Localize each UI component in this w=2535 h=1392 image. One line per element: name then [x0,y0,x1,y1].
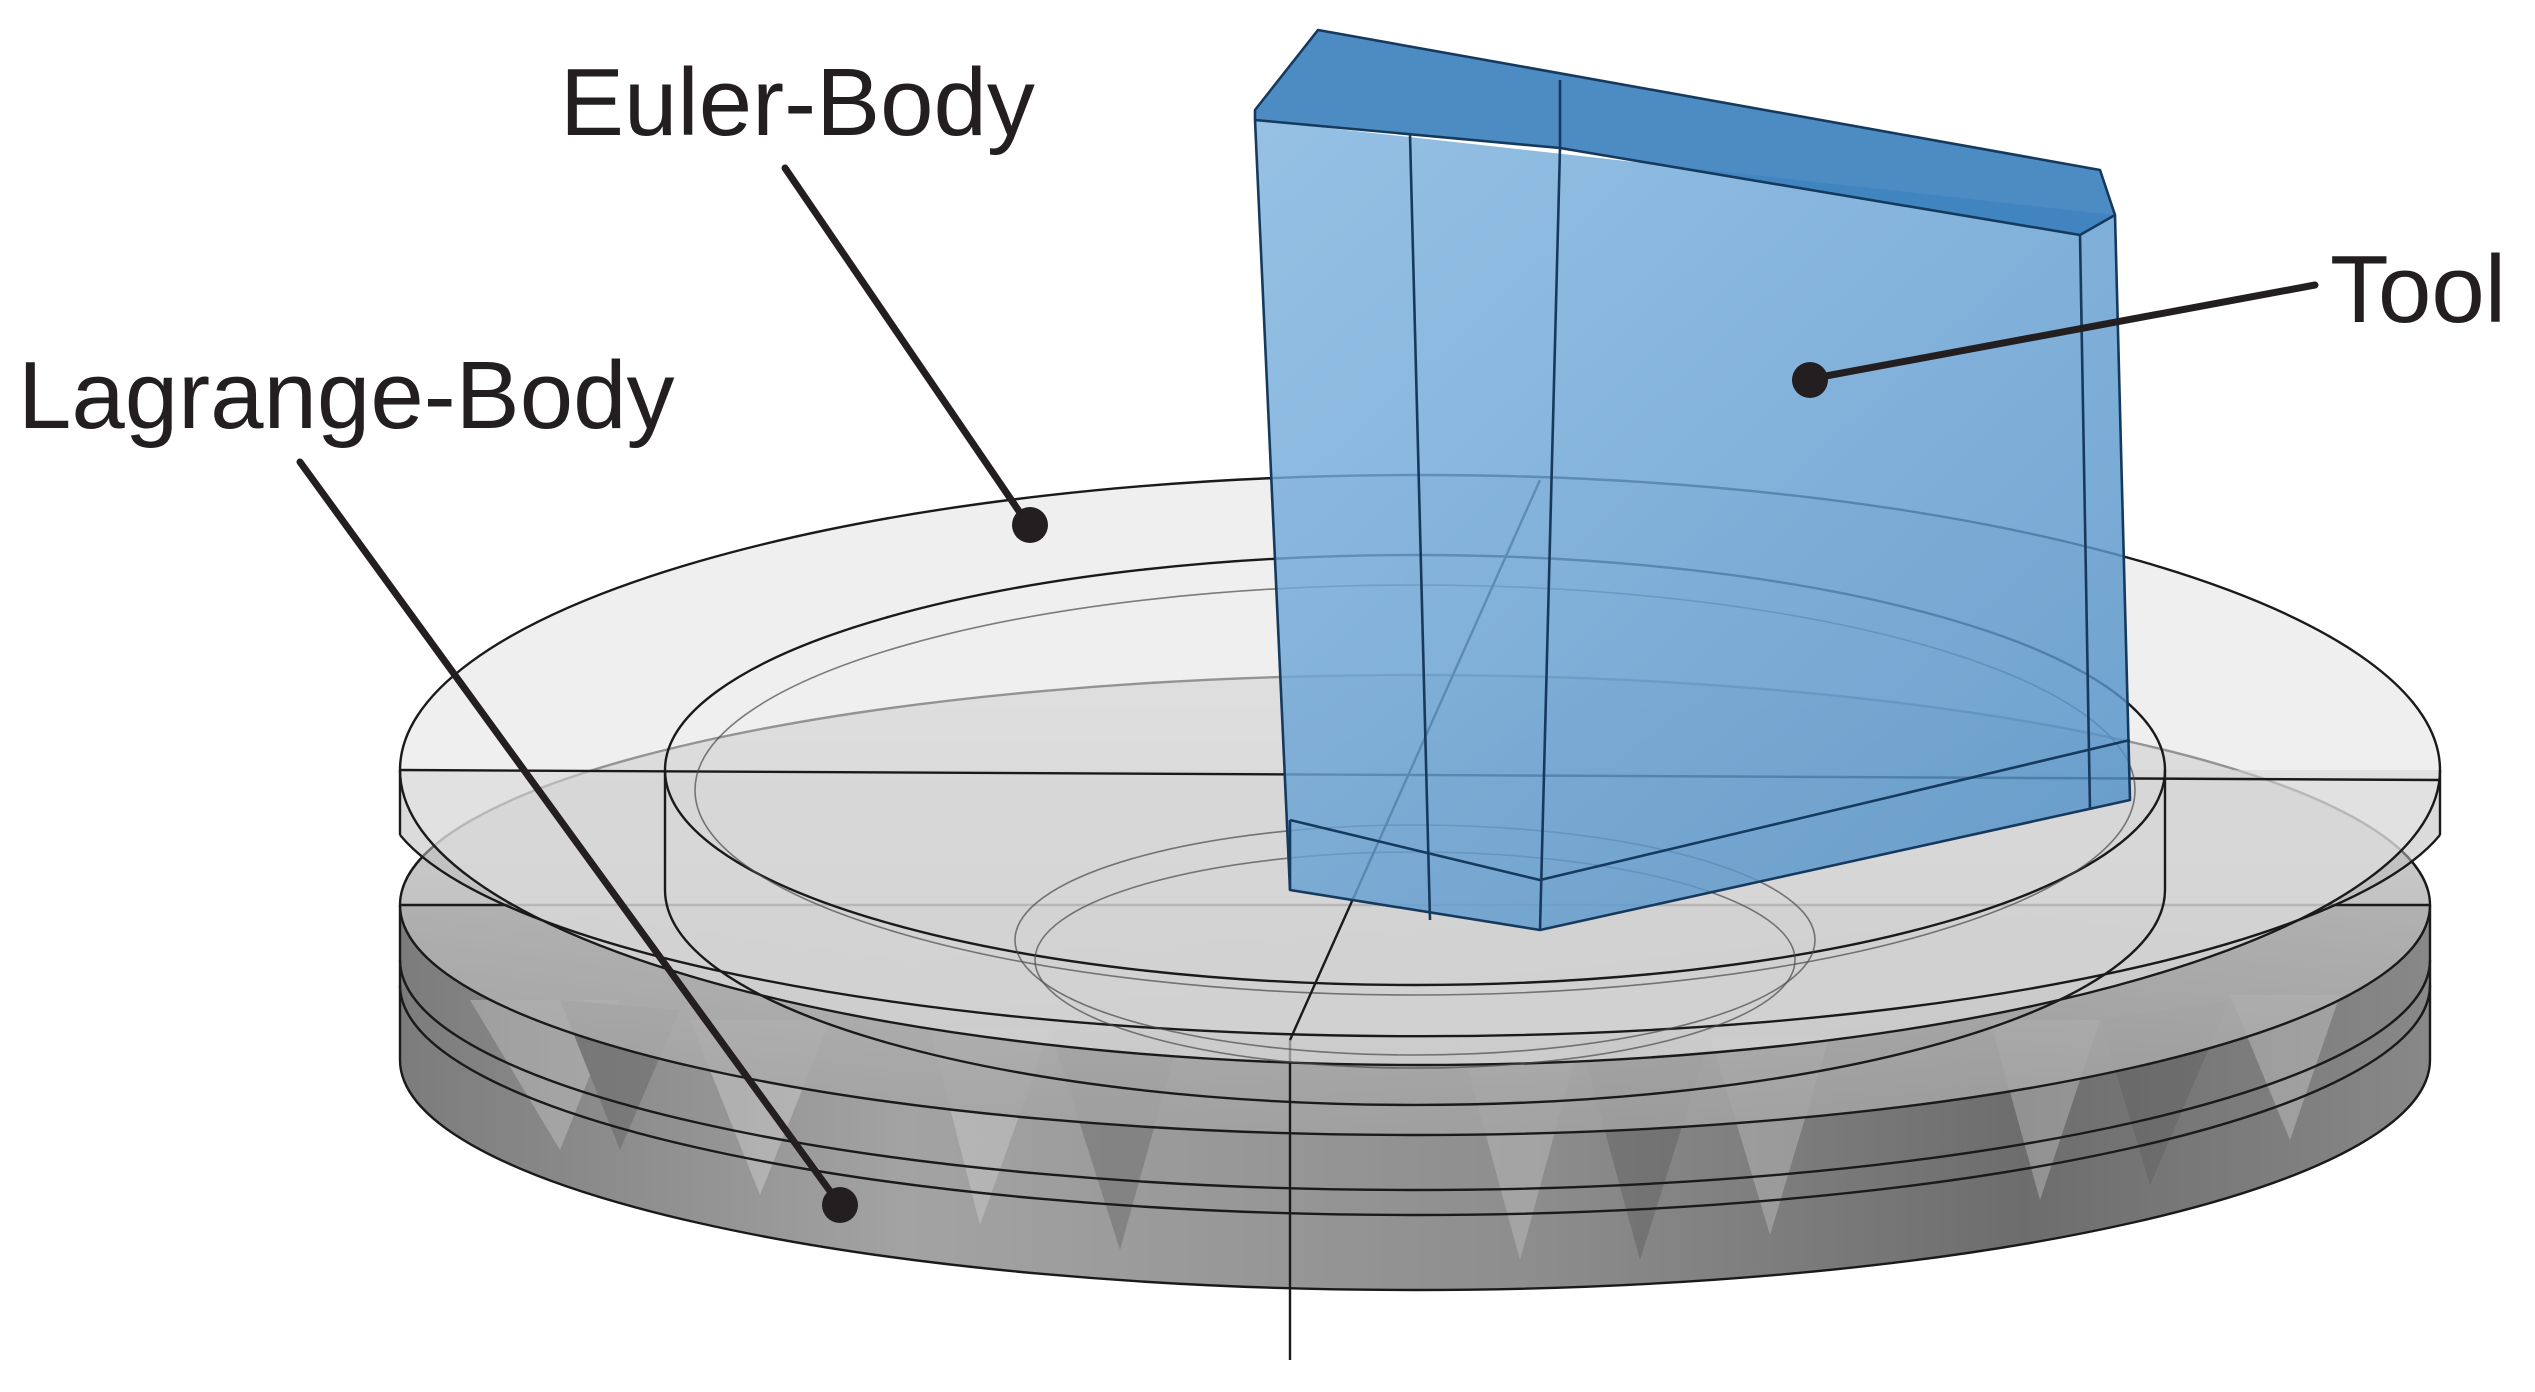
annotation-tool: Tool [1792,236,2506,398]
lagrange-body-marker [822,1187,858,1223]
lagrange-body-leader [296,458,839,1202]
tool-top-face [1255,30,2115,235]
tool-label: Tool [2330,236,2506,343]
tool-marker [1792,362,1828,398]
annotation-euler-body: Euler-Body [560,49,1048,543]
tool-leader [1811,281,2319,382]
euler-body-leader [781,164,1029,524]
tool-body [1255,120,2130,930]
euler-body-label: Euler-Body [560,49,1035,156]
euler-body-marker [1012,507,1048,543]
annotation-lagrange-body: Lagrange-Body [18,342,858,1223]
tool [1253,28,2132,932]
lagrange-body-label: Lagrange-Body [18,342,674,449]
